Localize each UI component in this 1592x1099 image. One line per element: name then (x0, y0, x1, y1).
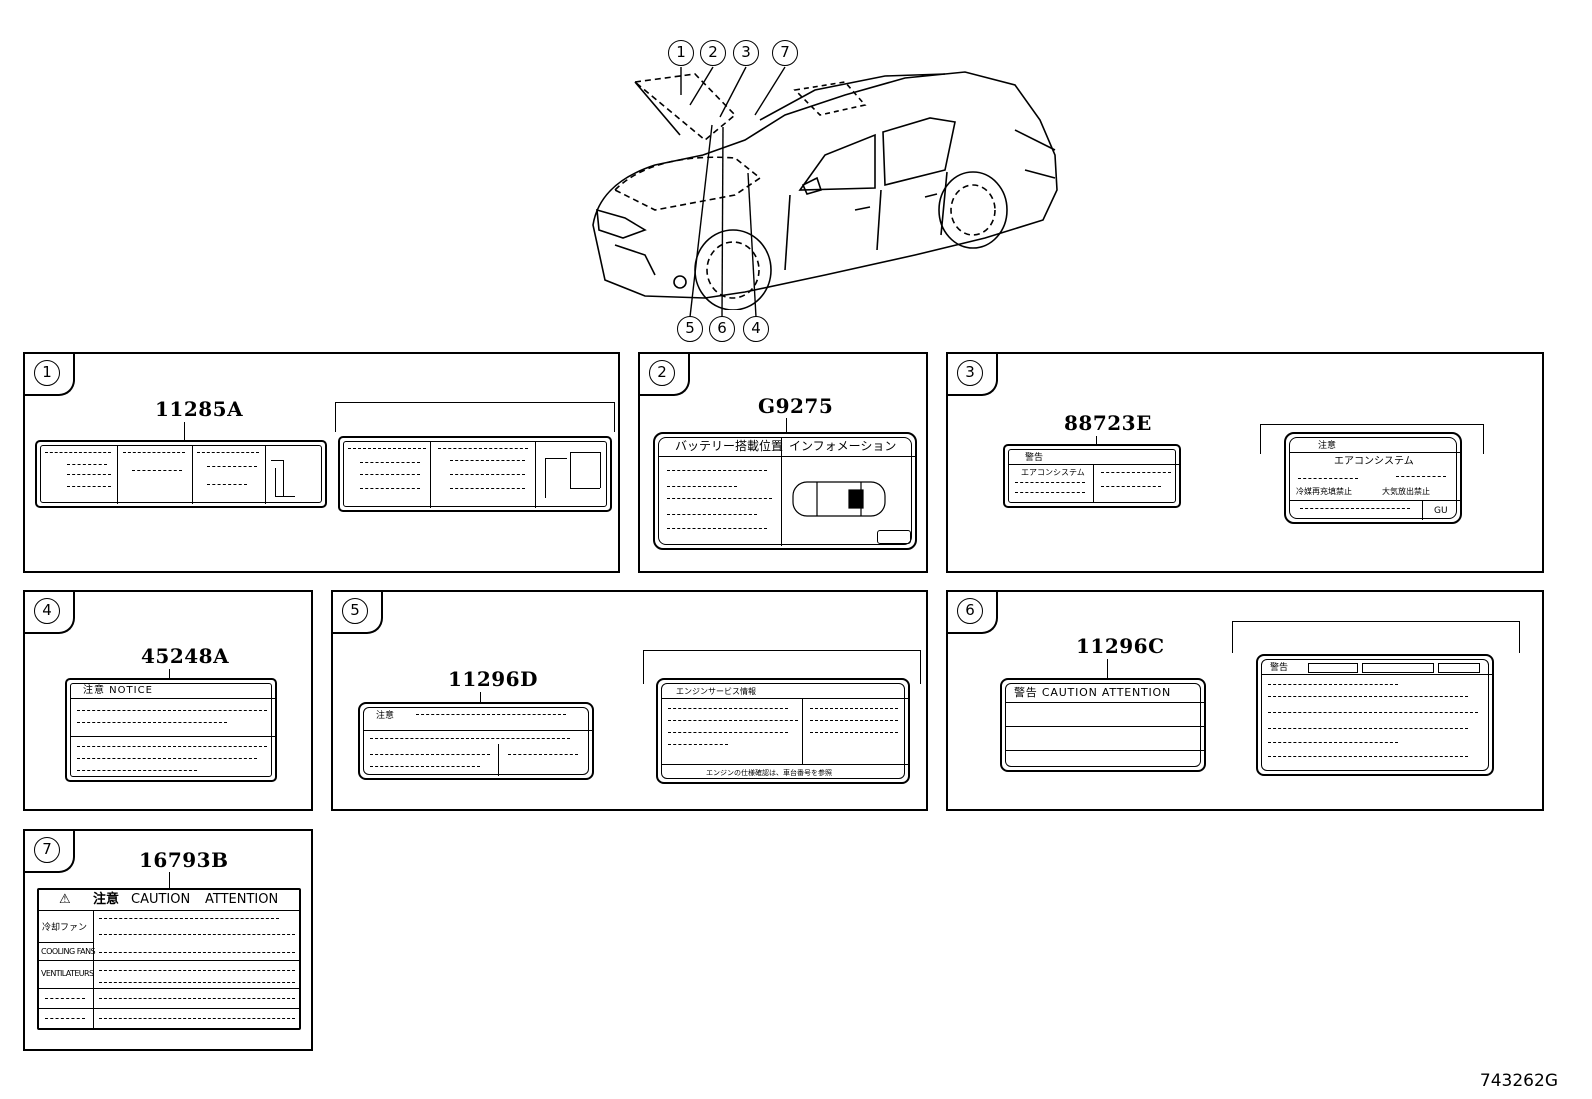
label-header-right: インフォメーション (789, 439, 897, 453)
label-b-subtitle: エアコンシステム (1334, 456, 1414, 467)
label-b-header: エンジンサービス情報 (676, 687, 756, 696)
part-number: 16793B (139, 848, 229, 872)
callout-3: 3 (733, 40, 759, 66)
panel-number: 6 (957, 598, 983, 624)
label-header-jp: 注意 (93, 892, 120, 907)
part-number: 88723E (1064, 411, 1152, 435)
panel-number: 3 (957, 360, 983, 386)
callout-7: 7 (772, 40, 798, 66)
label-header-fr: ATTENTION (205, 892, 279, 907)
part-number: 11285A (155, 397, 244, 421)
label-11285a-rear (338, 436, 612, 512)
car-body-outline (592, 71, 1058, 299)
panel-2: 2 G9275 バッテリー搭載位置 インフォメーション (638, 352, 928, 573)
label-45248a: 注意 NOTICE (65, 678, 277, 782)
row-label-3: VENTILATEURS (41, 969, 94, 978)
panel-7: 7 16793B ⚠ 注意 CAUTION ATTENTION 冷却ファン CO… (23, 829, 313, 1051)
label-11285a-front (35, 440, 327, 508)
label-a-line: エアコンシステム (1021, 468, 1085, 477)
label-b-left: 冷媒再充填禁止 (1296, 487, 1352, 496)
rear-wheel (938, 171, 1008, 249)
panel-number: 5 (342, 598, 368, 624)
callout-4: 4 (743, 316, 769, 342)
label-b-title: 警告 (1270, 663, 1289, 673)
panel-number: 7 (34, 837, 60, 863)
label-11296c-b: 警告 (1256, 654, 1494, 776)
label-b-code: GU (1434, 506, 1448, 516)
panel-4: 4 45248A 注意 NOTICE (23, 590, 313, 811)
label-16793b: ⚠ 注意 CAUTION ATTENTION 冷却ファン COOLING FAN… (37, 888, 301, 1030)
part-number: 11296C (1076, 634, 1165, 658)
label-11296c-a: 警告 CAUTION ATTENTION (1000, 678, 1206, 772)
panel-6: 6 11296C 警告 CAUTION ATTENTION 警告 (946, 590, 1544, 811)
panel-1: 1 11285A (23, 352, 620, 573)
callout-2: 2 (700, 40, 726, 66)
callout-6: 6 (709, 316, 735, 342)
label-g9275: バッテリー搭載位置 インフォメーション (653, 432, 917, 550)
callout-1: 1 (668, 40, 694, 66)
label-b-footer: エンジンの仕様確認は、車台番号を参照 (706, 769, 832, 777)
callout-5: 5 (677, 316, 703, 342)
label-88723e-a: 警告 エアコンシステム (1003, 444, 1181, 508)
part-number: G9275 (758, 394, 834, 418)
label-header: 注意 NOTICE (83, 685, 153, 696)
callout-leaders (680, 66, 786, 318)
vehicle-illustration (592, 71, 1058, 310)
label-header-left: バッテリー搭載位置 (675, 439, 784, 453)
label-header: 警告 CAUTION ATTENTION (1014, 686, 1172, 699)
panel-number: 2 (649, 360, 675, 386)
label-b-right: 大気放出禁止 (1382, 487, 1430, 496)
label-header-en: CAUTION (131, 892, 191, 907)
label-a-title: 警告 (1025, 453, 1044, 463)
label-a-title: 注意 (376, 711, 395, 721)
label-11296d-a: 注意 (358, 702, 594, 780)
label-88723e-b: 注意 エアコンシステム 冷媒再充填禁止 大気放出禁止 GU (1284, 432, 1462, 524)
row-label-2: COOLING FANS (41, 947, 96, 956)
open-hood (633, 73, 737, 142)
panel-5: 5 11296D 注意 エンジンサービス情報 エンジンの仕様確認は、車台番号を参… (331, 590, 928, 811)
part-number: 11296D (448, 667, 538, 691)
label-b-title: 注意 (1318, 441, 1337, 451)
figure-number: 743262G (1479, 1071, 1558, 1091)
row-label-1: 冷却ファン (42, 923, 88, 933)
part-number: 45248A (141, 644, 230, 668)
panel-number: 1 (34, 360, 60, 386)
label-11296d-b: エンジンサービス情報 エンジンの仕様確認は、車台番号を参照 (656, 678, 910, 784)
car-top-view-icon (792, 481, 886, 517)
panel-number: 4 (34, 598, 60, 624)
warning-triangle-icon: ⚠ (59, 892, 71, 907)
panel-3: 3 88723E 警告 エアコンシステム 注意 エアコンシステム 冷媒再充填禁止… (946, 352, 1544, 573)
